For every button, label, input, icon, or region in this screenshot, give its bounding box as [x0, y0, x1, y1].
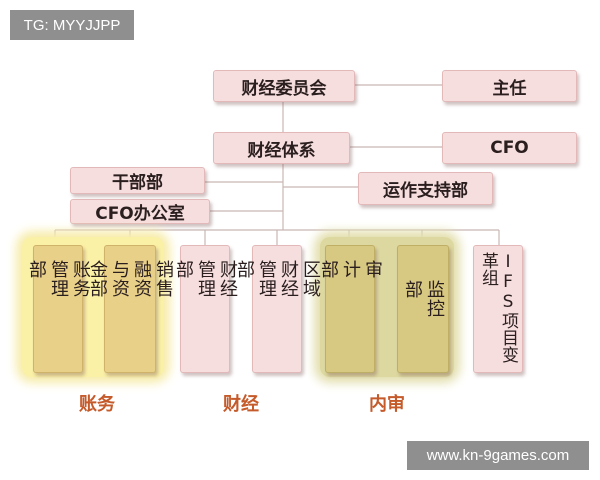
- column-text: 管理: [256, 260, 277, 298]
- cadre-label: 干部部: [112, 173, 163, 193]
- cadre-box: 干部部: [70, 167, 205, 194]
- ops-support-box: 运作支持部: [358, 172, 493, 205]
- group-label-internal-audit: 内审: [369, 394, 405, 415]
- committee-label: 财经委员会: [241, 78, 327, 99]
- chair-label: 主任: [492, 78, 527, 99]
- column-accounts-mgmt: 账务 管理 部: [26, 245, 91, 373]
- column-text: 部: [318, 260, 339, 279]
- cfo-office-box: CFO办公室: [70, 199, 210, 224]
- column-text: IFS项目变革组: [478, 252, 518, 363]
- column-text: 与资: [109, 260, 130, 298]
- column-audit: 审 计 部: [318, 245, 383, 373]
- column-text: 账务: [70, 260, 91, 298]
- cfo-label: CFO: [490, 138, 529, 158]
- website-watermark: www.kn-9games.com: [407, 441, 589, 470]
- column-supervision: 监控 部: [397, 245, 449, 373]
- column-ifs-project: IFS项目变革组: [473, 245, 523, 373]
- column-text: 财经: [278, 260, 299, 298]
- column-text: 部: [402, 280, 423, 299]
- column-text: 监控: [424, 280, 445, 318]
- column-text: 管理: [48, 260, 69, 298]
- committee-box: 财经委员会: [213, 70, 355, 102]
- column-text: 金部: [87, 260, 108, 298]
- column-text: 财经: [217, 260, 238, 298]
- column-sales-finance: 销售 融资 与资 金部: [87, 245, 174, 373]
- group-label-finance: 财经: [223, 394, 259, 415]
- column-text: 审: [362, 260, 383, 279]
- column-text: 部: [26, 260, 47, 279]
- ops-support-label: 运作支持部: [383, 181, 468, 201]
- watermark-label: TG: MYYJJPP: [10, 10, 134, 40]
- column-text: 部: [234, 260, 255, 279]
- column-text: 销售: [153, 260, 174, 298]
- column-text: 管理: [195, 260, 216, 298]
- column-text: 部: [173, 260, 194, 279]
- cfo-office-label: CFO办公室: [95, 204, 185, 224]
- column-text: 融资: [131, 260, 152, 298]
- system-box: 财经体系: [213, 132, 350, 164]
- cfo-box: CFO: [442, 132, 577, 164]
- chair-box: 主任: [442, 70, 577, 102]
- column-text: 区域: [300, 260, 321, 298]
- column-text: 计: [340, 260, 361, 279]
- column-finance-mgmt: 财经 管理 部: [173, 245, 238, 373]
- system-label: 财经体系: [247, 140, 316, 161]
- group-label-accounts: 账务: [79, 394, 115, 415]
- column-regional-finance: 区域 财经 管理 部: [234, 245, 321, 373]
